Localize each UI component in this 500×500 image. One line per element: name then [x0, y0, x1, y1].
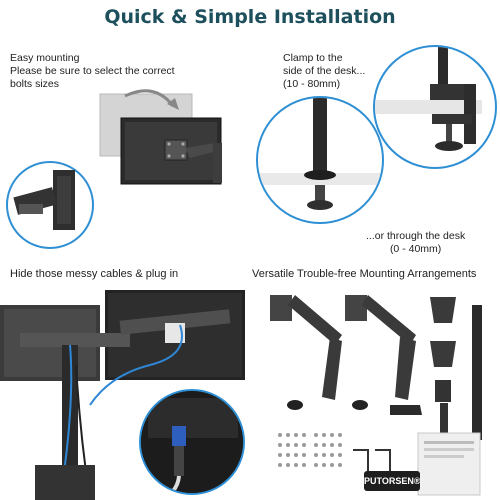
clamp-caption: Clamp to the side of the desk... (10 - 8… — [283, 52, 365, 91]
desk-pole-circle — [256, 96, 384, 224]
grommet-caption: ...or through the desk (0 - 40mm) — [366, 230, 465, 256]
grommet-line-1: ...or through the desk — [366, 230, 466, 242]
brand-card-label: PUTORSEN® — [364, 476, 421, 486]
arrangements-caption: Versatile Trouble-free Mounting Arrangem… — [252, 268, 477, 280]
easy-mounting-line-3: bolts sizes — [10, 78, 60, 90]
vesa-detail-circle — [6, 161, 94, 249]
brand-card: PUTORSEN® — [364, 471, 420, 491]
desk-clamp-circle — [373, 45, 497, 169]
kit-parts-illustration — [270, 295, 482, 496]
cable-port-circle — [139, 389, 245, 495]
cables-caption: Hide those messy cables & plug in — [10, 268, 179, 280]
easy-mounting-line-2: Please be sure to select the correct — [10, 65, 175, 77]
grommet-line-2: (0 - 40mm) — [389, 243, 442, 255]
easy-mounting-caption: Easy mounting Please be sure to select t… — [10, 52, 175, 91]
clamp-line-1: Clamp to the — [283, 52, 343, 64]
page-title: Quick & Simple Installation — [104, 6, 396, 28]
easy-mounting-line-1: Easy mounting — [10, 52, 80, 64]
clamp-line-2: side of the desk... — [283, 65, 366, 77]
monitor-mounting-illustration — [99, 89, 222, 185]
clamp-line-3: (10 - 80mm) — [283, 78, 341, 90]
